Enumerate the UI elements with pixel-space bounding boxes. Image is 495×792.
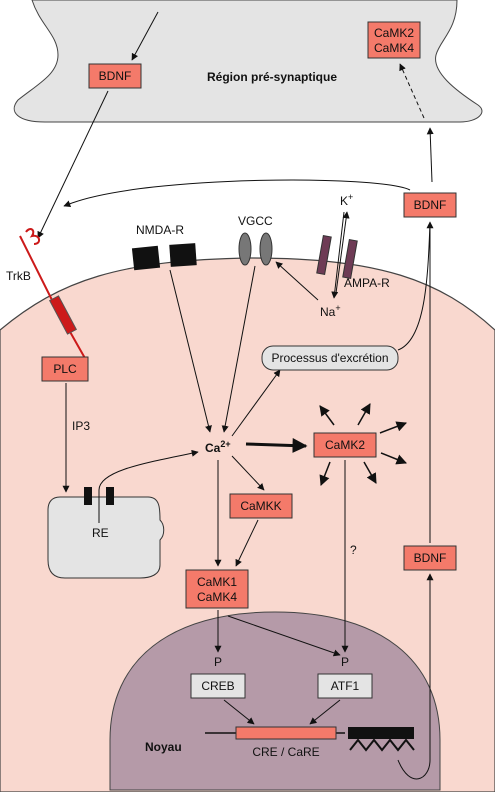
p-left-label: P [214,655,222,669]
vgcc-label: VGCC [238,214,273,228]
arrow-vgcc-to-ca [221,265,256,433]
arrow-ca-to-excretion [231,369,281,437]
camk2-label: CaMK2 [325,438,365,452]
nmda-label: NMDA-R [136,223,184,237]
arrow-atf1-to-cre [309,699,341,725]
atf1-box [317,673,373,699]
excretion-curve [71,179,431,351]
excretion-box [261,345,399,371]
bdnf-lower-box [403,545,457,571]
calcium-label: Ca2+ [205,439,231,455]
camk1-label: CaMK1 [197,575,237,589]
ampa-left [316,235,332,275]
re-label: RE [92,526,109,540]
bdnf-lower-label: BDNF [414,551,447,565]
re-channel-right [106,487,114,505]
transcript-zigzag [349,738,415,752]
arrow-na-in [331,211,345,299]
presyn-camk-box [367,21,421,59]
gene-block [348,727,414,739]
arrow-bdnf-to-trkb [37,90,109,239]
nucleus [109,611,441,791]
arrow-nmda-to-ca [169,269,212,433]
plc-box [41,356,89,382]
na-ion-label: Na+ [320,303,341,319]
arrow-ca-to-camk2 [245,438,308,454]
arrow-k-out [335,211,350,294]
presynaptic-region [13,0,483,123]
creb-label: CREB [201,679,234,693]
bdnf-right-label: BDNF [414,198,447,212]
re-compartment [47,496,165,579]
nmda-channel-left [131,245,161,271]
arrow-gene-to-bdnf [397,573,434,780]
arrow-re-to-ca [98,449,199,523]
bdnf-right-box [403,192,457,218]
trkb-label: TrkB [6,269,31,283]
vgcc-right [259,232,273,266]
arrow-into-bdnf [131,11,159,61]
cre-label: CRE / CaRE [252,745,319,759]
ampa-right [342,239,358,279]
vgcc-left [238,232,252,266]
ip3-label: IP3 [72,419,90,433]
camk2-box [313,432,377,458]
arrow-camkk-to-camk1 [235,519,259,567]
atf1-label: ATF1 [331,679,360,693]
presyn-bdnf-box [88,63,142,89]
ampa-label: AMPA-R [344,276,390,290]
creb-box [190,673,246,699]
presyn-camk4-label: CaMK4 [374,41,414,55]
arrow-na-to-vgcc [275,261,319,301]
arrow-creb-to-cre [223,699,255,725]
cre-element [235,726,337,740]
camk4-label: CaMK4 [197,590,237,604]
presyn-camk2-label: CaMK2 [374,26,414,40]
re-channel-left [84,487,92,505]
presynaptic-title: Région pré-synaptique [207,70,337,84]
camkk-label: CaMKK [240,499,281,513]
nucleus-label: Noyau [145,740,182,754]
camk2-radiating-arrows [319,403,407,486]
arrow-camk-dashed [399,63,425,119]
plc-label: PLC [53,362,77,376]
p-right-label: P [341,655,349,669]
arrow-camk1-to-atf1 [227,615,341,657]
k-ion-label: K+ [340,192,353,208]
camkk-box [229,493,293,519]
arrow-bdnf-to-presyn [426,127,434,183]
trkb-receptor [19,228,87,361]
arrow-ca-to-camkk [231,455,265,491]
presyn-bdnf-label: BDNF [99,69,132,83]
question-label: ? [350,543,357,557]
nmda-channel-right [169,243,197,267]
excretion-label: Processus d'excrétion [271,351,388,365]
camk1-camk4-box [185,569,249,609]
